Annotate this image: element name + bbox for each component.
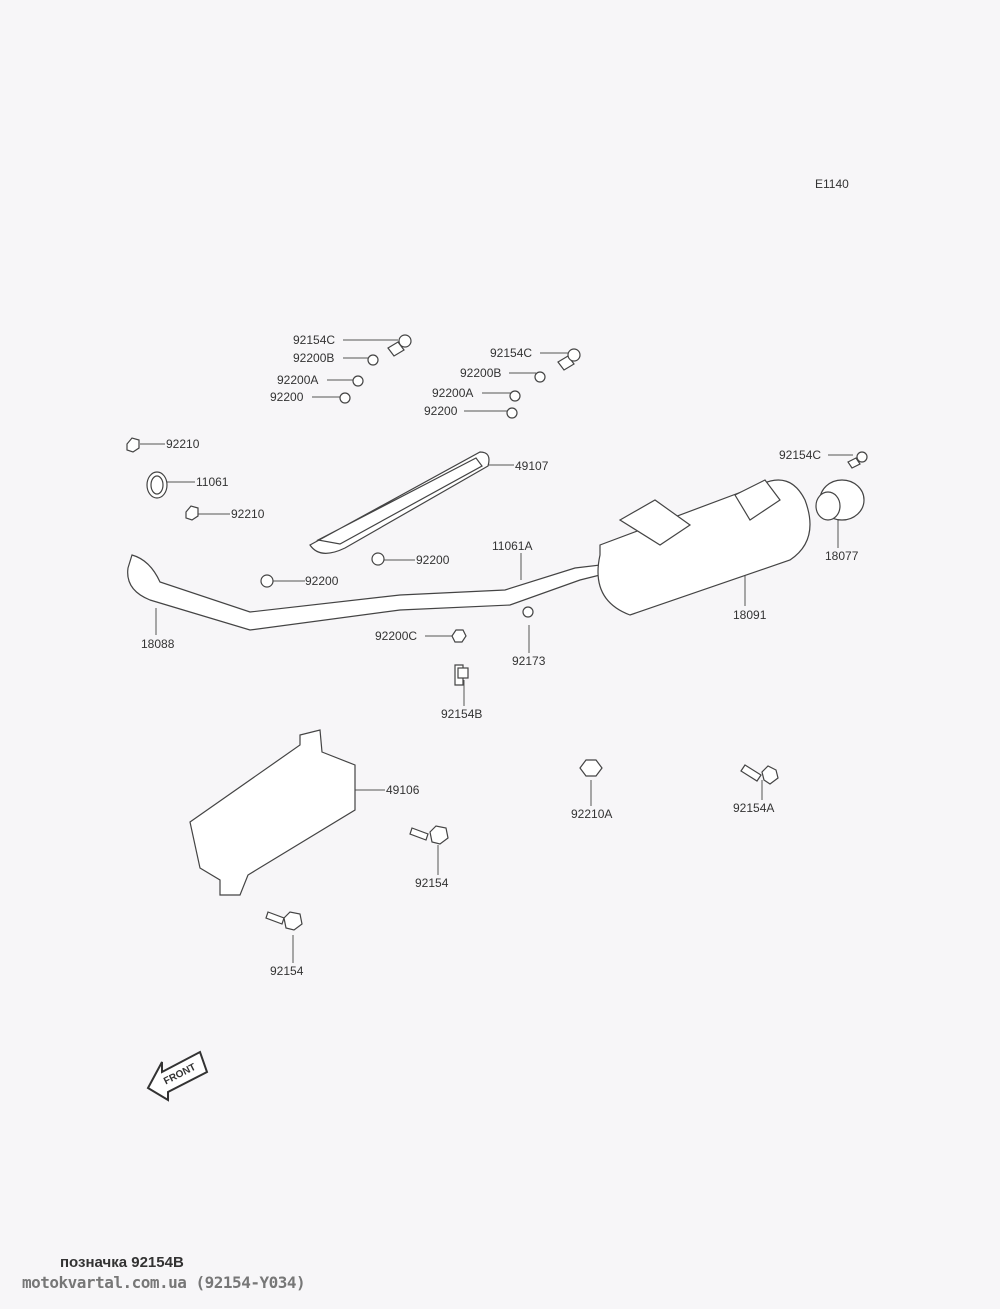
callout-92200[interactable]: 92200 [305, 574, 339, 588]
callout-18077[interactable]: 18077 [825, 549, 859, 563]
callout-92210A[interactable]: 92210A [571, 807, 613, 821]
callout-11061A[interactable]: 11061A [492, 539, 533, 553]
callout-92210[interactable]: 92210 [166, 437, 200, 451]
callout-11061[interactable]: 11061 [196, 475, 229, 489]
callout-49107[interactable]: 49107 [515, 459, 549, 473]
callout-92200[interactable]: 92200 [270, 390, 304, 404]
callout-92154[interactable]: 92154 [415, 876, 449, 890]
end-cap-18077 [815, 479, 865, 521]
callout-92154A[interactable]: 92154A [733, 801, 775, 815]
callout-92173[interactable]: 92173 [512, 654, 546, 668]
diagram-code: E1140 [815, 177, 849, 191]
callout-92200A[interactable]: 92200A [432, 386, 474, 400]
callout-92200B[interactable]: 92200B [460, 366, 502, 380]
callout-92154[interactable]: 92154 [270, 964, 304, 978]
footer-caption: позначка 92154B [60, 1254, 184, 1271]
heat-shield-49106 [189, 729, 356, 896]
callout-92154C[interactable]: 92154C [490, 346, 533, 360]
callout-92154C[interactable]: 92154C [293, 333, 336, 347]
exhaust-pipe-18088 [127, 554, 601, 631]
callout-92200C[interactable]: 92200C [375, 629, 418, 643]
callout-92200[interactable]: 92200 [416, 553, 450, 567]
callout-18091[interactable]: 18091 [733, 608, 767, 622]
fasteners [126, 334, 868, 931]
callout-92210[interactable]: 92210 [231, 507, 265, 521]
callout-49106[interactable]: 49106 [386, 783, 420, 797]
heat-guard-49107 [309, 451, 490, 554]
callout-92154B[interactable]: 92154B [441, 707, 483, 721]
callout-18088[interactable]: 18088 [141, 637, 175, 651]
footer-site: motokvartal.com.ua (92154-Y034) [22, 1273, 306, 1292]
callout-92200B[interactable]: 92200B [293, 351, 335, 365]
leader-lines [140, 339, 853, 963]
callout-92200A[interactable]: 92200A [277, 373, 319, 387]
callout-92200[interactable]: 92200 [424, 404, 458, 418]
callout-92154C[interactable]: 92154C [779, 448, 822, 462]
front-arrow-icon [146, 1050, 209, 1102]
